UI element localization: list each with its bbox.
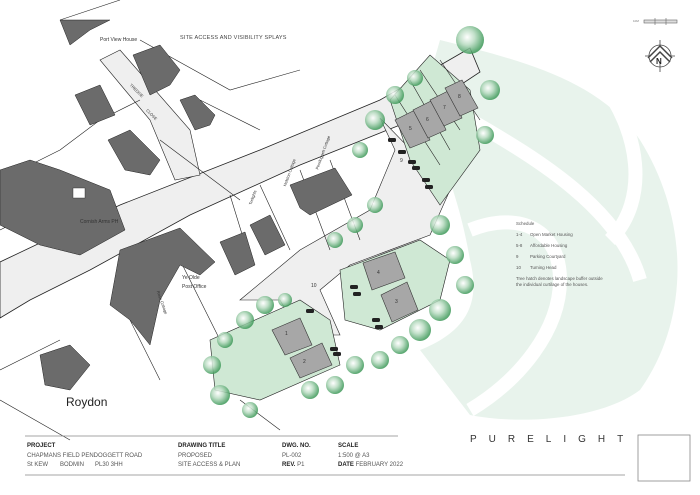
schedule-label: Open Market Housing (530, 232, 573, 237)
existing-buildings (0, 19, 353, 391)
schedule-item: 5-8 Affordable Housing (516, 243, 567, 248)
north-arrow-icon (645, 40, 675, 72)
schedule-note: the individual curtilage of the houses. (516, 282, 589, 287)
proposed-houses (271, 79, 479, 379)
revision: REV. P1 (282, 462, 304, 468)
project-header: PROJECT (27, 443, 56, 449)
title-block-frame (25, 434, 691, 482)
schedule-range: 5-8 (516, 243, 523, 248)
dwg-no: PL-002 (282, 453, 302, 459)
trees (203, 26, 500, 418)
project-parish: St KEW (27, 462, 49, 468)
schedule-label: Parking Courtyard (530, 254, 566, 259)
schedule-item: 10 Turning Head (516, 265, 556, 270)
schedule-label: Turning Head (530, 265, 557, 270)
drawing-title-line2: SITE ACCESS & PLAN (178, 462, 241, 468)
drawing-title-header: DRAWING TITLE (178, 443, 226, 449)
scale-bar (643, 18, 678, 25)
scale-bar-label: 10M (633, 19, 639, 23)
drawing-heading: SITE ACCESS AND VISIBILITY SPLAYS (180, 35, 287, 41)
schedule-range: 1-4 (516, 232, 523, 237)
date-label: DATE (338, 462, 354, 468)
schedule-note: Tree hatch denotes landscape buffer outs… (516, 276, 603, 281)
plot-2: 2 (303, 359, 306, 365)
tredise-close (99, 49, 201, 181)
schedule-range: 9 (516, 254, 519, 259)
parking-cars (306, 138, 433, 356)
schedule-item: 1-4 Open Market Housing (516, 232, 573, 237)
scale-header: SCALE (338, 443, 359, 449)
label-parking: 9 (400, 158, 403, 164)
plot-3: 3 (395, 299, 398, 305)
dwg-no-header: DWG. NO. (282, 443, 311, 449)
schedule-title: Schedule (516, 221, 535, 226)
rev-label: REV. (282, 462, 296, 468)
date: DATE FEBRUARY 2022 (338, 462, 403, 468)
schedule-label: Affordable Housing (530, 243, 568, 248)
schedule-item: 9 Parking Courtyard (516, 254, 565, 259)
scale-value: 1:500 @ A3 (338, 453, 370, 459)
plot-1: 1 (285, 331, 288, 337)
label-ye-olde: Ye Olde (182, 275, 200, 281)
north-label: N (656, 57, 662, 66)
rev-value: P1 (297, 462, 305, 468)
footpath (466, 75, 647, 417)
courtyard (72, 187, 86, 199)
brand-logo: PURELIGHT (470, 434, 636, 445)
place-name-roydon: Roydon (66, 395, 108, 409)
date-value: FEBRUARY 2022 (355, 462, 404, 468)
label-post-office: Post Office (182, 284, 207, 290)
label-cornish-arms: Cornish Arms PH (80, 219, 119, 225)
project-town: BODMIN (60, 462, 84, 468)
plot-5: 5 (409, 126, 412, 132)
plot-7: 7 (443, 105, 446, 111)
label-port-view-house: Port View House (100, 37, 138, 43)
plot-6: 6 (426, 117, 429, 123)
plot-4: 4 (377, 270, 380, 276)
project-line1: CHAPMANS FIELD PENDOGGETT ROAD (27, 453, 143, 459)
label-turning-head: 10 (311, 283, 317, 289)
schedule-range: 10 (516, 265, 521, 270)
drawing-title-line1: PROPOSED (178, 453, 213, 459)
project-postcode: PL30 3HH (95, 462, 123, 468)
plot-8: 8 (458, 94, 461, 100)
